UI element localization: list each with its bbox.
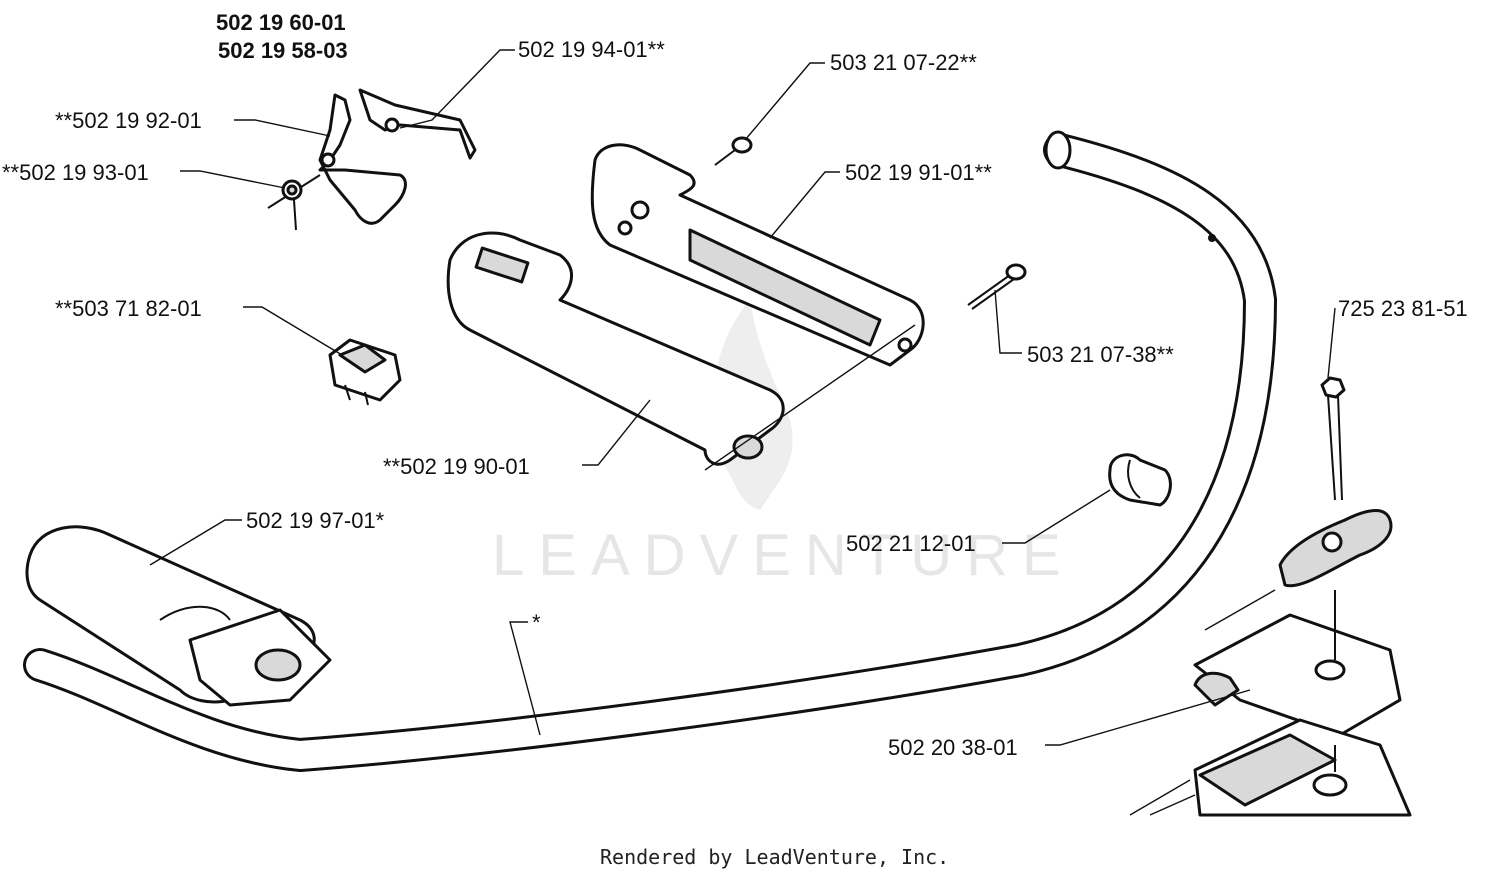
watermark-text: LEADVENTURE: [492, 523, 1075, 588]
screw-short: [714, 136, 753, 166]
label-503-21-07-38: 503 21 07-38**: [1027, 342, 1174, 367]
label-502-19-97-01: 502 19 97-01*: [246, 508, 385, 533]
label-asterisk: *: [532, 610, 541, 635]
stop-switch: [328, 338, 402, 406]
long-bolt: [1320, 376, 1346, 501]
label-725-23-81-51: 725 23 81-51: [1338, 296, 1468, 321]
label-503-21-07-22: 503 21 07-22**: [830, 50, 977, 75]
throttle-handle-housing: [446, 231, 785, 466]
label-502-19-92-01: **502 19 92-01: [55, 108, 202, 133]
part-labels: 502 19 60-01 502 19 58-03 502 19 94-01**…: [2, 10, 1468, 760]
left-grip: [25, 525, 332, 707]
label-502-19-91-01: 502 19 91-01**: [845, 160, 992, 185]
spring-nut: [267, 174, 321, 231]
label-502-19-93-01: **502 19 93-01: [2, 160, 149, 185]
throttle-trigger: [318, 88, 477, 225]
label-502-19-90-01: **502 19 90-01: [383, 454, 530, 479]
wing-knob: [1278, 509, 1393, 588]
footer-credit: Rendered by LeadVenture, Inc.: [600, 845, 949, 869]
handle-cover: [590, 143, 925, 367]
leader-lines: [149, 49, 1336, 816]
handlebar-tube: [23, 130, 1277, 772]
label-assembly-2: 502 19 58-03: [218, 38, 348, 63]
label-502-21-12-01: 502 21 12-01: [846, 531, 976, 556]
label-assembly-1: 502 19 60-01: [216, 10, 346, 35]
label-502-19-94-01: 502 19 94-01**: [518, 37, 665, 62]
tube-clip: [1108, 453, 1172, 507]
label-502-20-38-01: 502 20 38-01: [888, 735, 1018, 760]
handle-clamp: [1193, 590, 1412, 817]
screw-long: [967, 263, 1027, 310]
label-503-71-82-01: **503 71 82-01: [55, 296, 202, 321]
